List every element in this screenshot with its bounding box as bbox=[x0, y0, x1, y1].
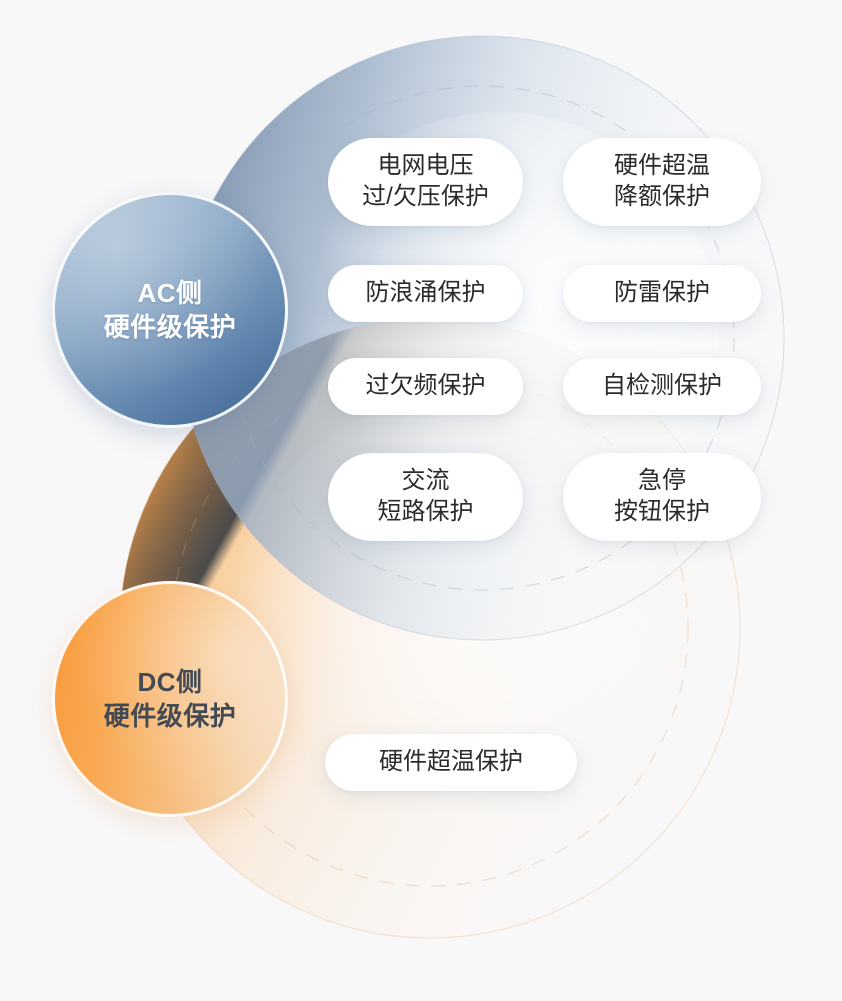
node-dc-line-1: DC侧 bbox=[137, 666, 203, 697]
pill-line: 急停 bbox=[638, 467, 686, 495]
pill-line: 自检测保护 bbox=[602, 372, 722, 400]
pill-self-test-protection[interactable]: 自检测保护 bbox=[563, 358, 761, 415]
pill-line: 硬件超温 bbox=[614, 152, 710, 180]
pill-dc-hardware-overtemp-protection[interactable]: 硬件超温保护 bbox=[325, 734, 577, 791]
pill-over-under-frequency-protection[interactable]: 过欠频保护 bbox=[328, 358, 523, 415]
pill-grid-voltage-protection[interactable]: 电网电压 过/欠压保护 bbox=[328, 138, 523, 226]
node-ac-hardware-protection[interactable]: AC侧 硬件级保护 bbox=[52, 192, 288, 428]
pill-emergency-stop-button-protection[interactable]: 急停 按钮保护 bbox=[563, 453, 761, 541]
pill-line: 过/欠压保护 bbox=[362, 183, 489, 210]
pill-line: 硬件超温保护 bbox=[379, 748, 523, 776]
node-dc-line-2: 硬件级保护 bbox=[103, 701, 237, 731]
pill-line: 防浪涌保护 bbox=[365, 279, 486, 307]
pill-hardware-overtemp-derating-protection[interactable]: 硬件超温 降额保护 bbox=[563, 138, 761, 226]
pill-line: 降额保护 bbox=[614, 183, 710, 210]
pill-line: 电网电压 bbox=[377, 152, 474, 180]
pill-line: 过欠频保护 bbox=[365, 372, 486, 400]
pill-line: 交流 bbox=[401, 467, 450, 495]
node-ac-line-1: AC侧 bbox=[137, 277, 203, 308]
pill-line: 按钮保护 bbox=[614, 498, 710, 525]
pill-line: 防雷保护 bbox=[614, 279, 710, 307]
pill-surge-protection[interactable]: 防浪涌保护 bbox=[328, 265, 523, 322]
node-ac-line-2: 硬件级保护 bbox=[103, 312, 237, 342]
node-dc-hardware-protection[interactable]: DC侧 硬件级保护 bbox=[52, 581, 288, 817]
pill-lightning-protection[interactable]: 防雷保护 bbox=[563, 265, 761, 322]
pill-ac-short-circuit-protection[interactable]: 交流 短路保护 bbox=[328, 453, 523, 541]
pill-line: 短路保护 bbox=[377, 498, 474, 525]
